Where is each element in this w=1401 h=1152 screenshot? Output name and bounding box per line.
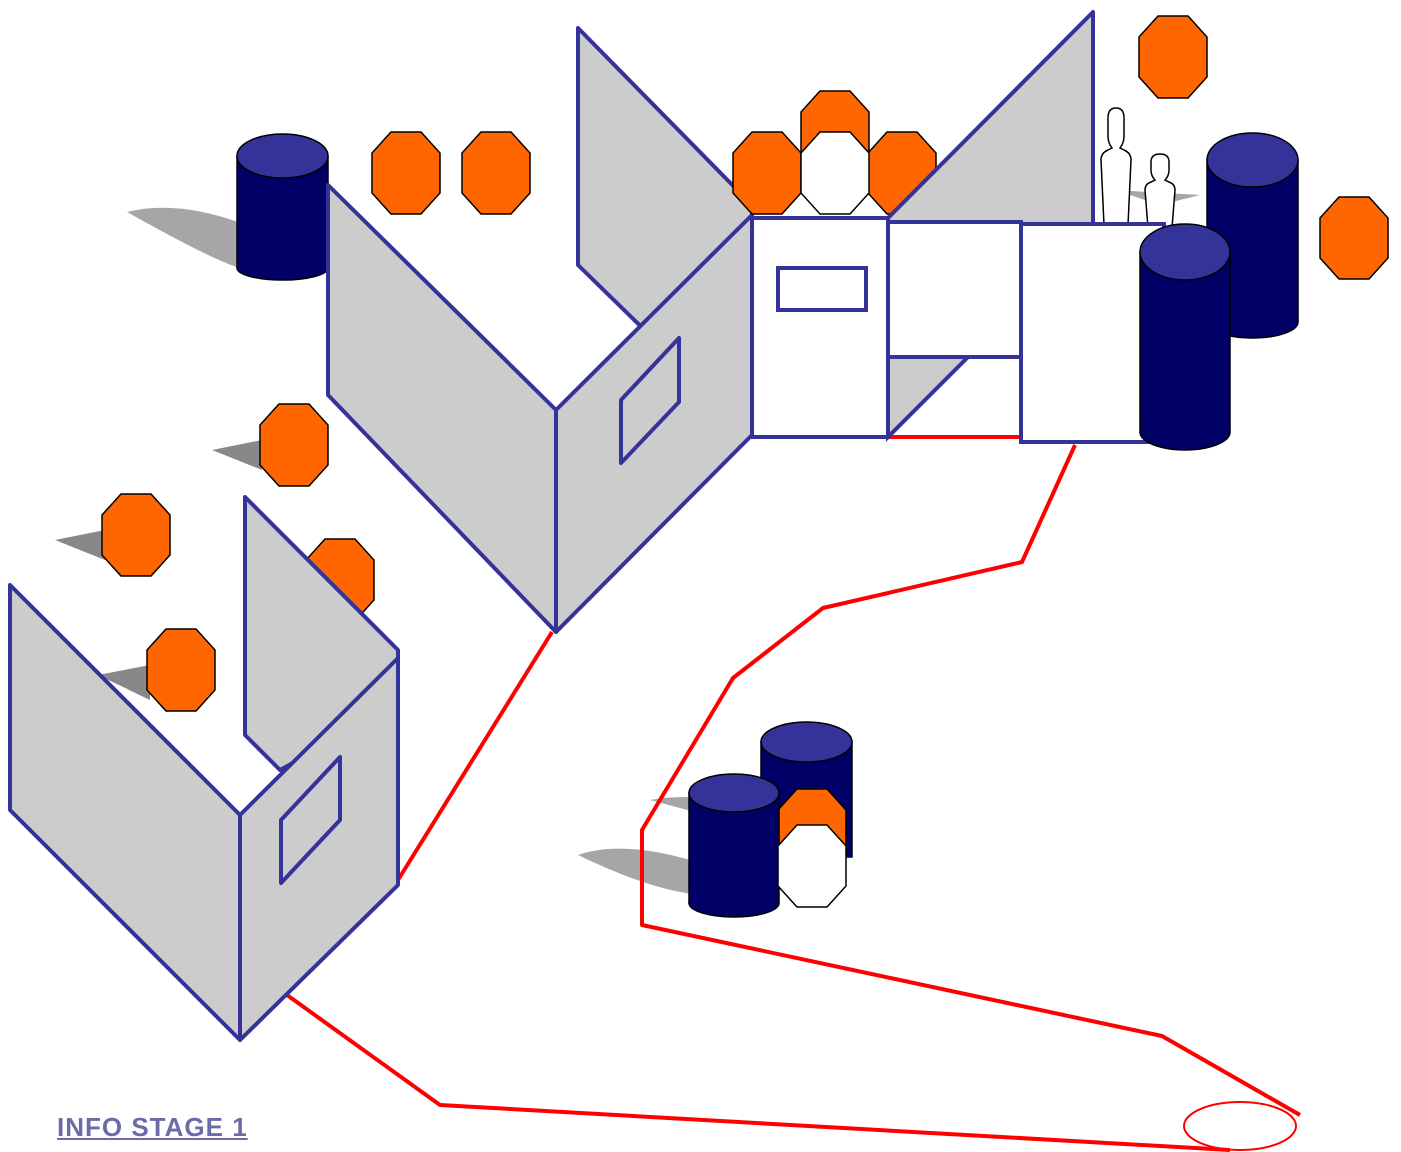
steel-target-icon[interactable] — [371, 131, 441, 215]
barrel-icon — [236, 133, 329, 281]
door-structure — [750, 216, 1166, 444]
steel-target-icon[interactable] — [1138, 15, 1208, 99]
no-shoot-target-icon[interactable] — [800, 131, 870, 215]
silhouette-target-icon[interactable] — [1100, 107, 1132, 226]
steel-target-icon[interactable] — [146, 628, 216, 712]
steel-target-icon[interactable] — [461, 131, 531, 215]
steel-target-icon[interactable] — [101, 493, 171, 577]
path-right — [640, 444, 1301, 1117]
barrel-icon — [1139, 223, 1231, 451]
window-port — [776, 266, 868, 312]
start-position-icon[interactable] — [1183, 1101, 1297, 1151]
wall-group-middle — [326, 26, 754, 634]
wall-panel — [886, 355, 973, 442]
path-bottom — [285, 993, 1231, 1152]
shooter-path — [285, 435, 1301, 1152]
steel-target-icon[interactable] — [1319, 196, 1389, 280]
door-panel — [886, 220, 1023, 359]
window-port — [619, 336, 681, 465]
steel-target-icon[interactable] — [732, 131, 802, 215]
no-shoot-target-icon[interactable] — [777, 824, 847, 908]
wall-group-left — [8, 495, 400, 1042]
barrel-shadow — [578, 848, 700, 895]
steel-target-icon[interactable] — [259, 403, 329, 487]
wall-panel — [238, 656, 400, 1042]
barrel-shadow — [127, 207, 250, 270]
door-panel — [750, 216, 890, 439]
path-left — [396, 630, 554, 882]
barrel-icon — [688, 773, 780, 918]
target-shadow — [55, 530, 105, 560]
window-port — [279, 755, 342, 885]
target-shadow — [98, 665, 150, 700]
target-shadow — [212, 440, 262, 470]
shadows — [55, 190, 1200, 895]
info-stage-link[interactable]: INFO STAGE 1 — [57, 1112, 248, 1142]
silhouette-target-icon[interactable] — [1144, 153, 1176, 229]
